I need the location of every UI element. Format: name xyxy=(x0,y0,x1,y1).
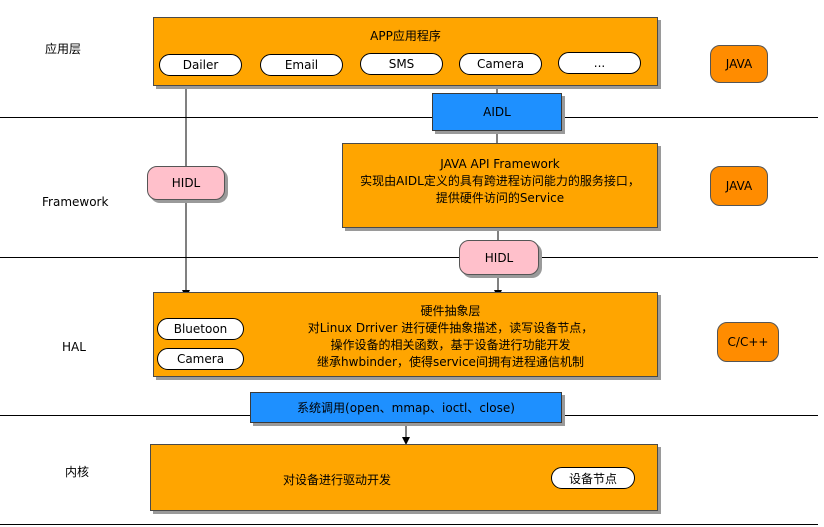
diagram-bottom-border xyxy=(0,524,818,525)
kernel-item-device-node: 设备节点 xyxy=(551,467,635,489)
app-item-more: ... xyxy=(558,52,641,74)
app-item-sms: SMS xyxy=(360,53,443,75)
aidl-box: AIDL xyxy=(432,93,562,131)
hal-item-bluetoon: Bluetoon xyxy=(157,318,244,340)
hidl-center-box: HIDL xyxy=(459,240,539,275)
lang-tag-app: JAVA xyxy=(710,45,768,83)
hal-box: 硬件抽象层 对Linux Drriver 进行硬件抽象描述，读写设备节点， 操作… xyxy=(153,292,658,377)
hal-line-1: 对Linux Drriver 进行硬件抽象描述，读写设备节点， xyxy=(307,321,594,335)
hal-line-3: 继承hwbinder，使得service间拥有进程通信机制 xyxy=(317,355,584,369)
layer-label-kernel: 内核 xyxy=(65,465,90,479)
hal-title: 硬件抽象层 xyxy=(420,304,481,318)
lang-tag-framework: JAVA xyxy=(710,166,768,206)
hal-item-camera: Camera xyxy=(157,348,244,370)
hal-box-text: 硬件抽象层 对Linux Drriver 进行硬件抽象描述，读写设备节点， 操作… xyxy=(244,303,657,371)
layer-divider-framework-hal xyxy=(0,257,818,258)
framework-line-1: JAVA API Framework xyxy=(440,157,560,171)
app-item-dailer: Dailer xyxy=(159,54,242,76)
syscall-box: 系统调用(open、mmap、ioctl、close) xyxy=(250,392,562,423)
app-item-email: Email xyxy=(260,54,343,76)
layer-label-hal: HAL xyxy=(62,340,86,354)
layer-divider-app-framework xyxy=(0,117,818,118)
framework-line-3: 提供硬件访问的Service xyxy=(435,191,565,205)
framework-box: JAVA API Framework 实现由AIDL定义的具有跨进程访问能力的服… xyxy=(342,143,658,228)
framework-box-text: JAVA API Framework 实现由AIDL定义的具有跨进程访问能力的服… xyxy=(343,144,657,207)
lang-tag-hal: C/C++ xyxy=(717,322,779,362)
framework-line-2: 实现由AIDL定义的具有跨进程访问能力的服务接口， xyxy=(360,174,640,188)
hidl-left-box: HIDL xyxy=(147,166,225,200)
app-box-title: APP应用程序 xyxy=(370,29,441,43)
layer-label-app: 应用层 xyxy=(45,42,82,56)
hal-line-2: 操作设备的相关函数，基于设备进行功能开发 xyxy=(330,338,571,352)
kernel-box-text: 对设备进行驱动开发 xyxy=(282,473,391,487)
app-item-camera: Camera xyxy=(459,53,542,75)
layer-label-framework: Framework xyxy=(42,195,109,209)
